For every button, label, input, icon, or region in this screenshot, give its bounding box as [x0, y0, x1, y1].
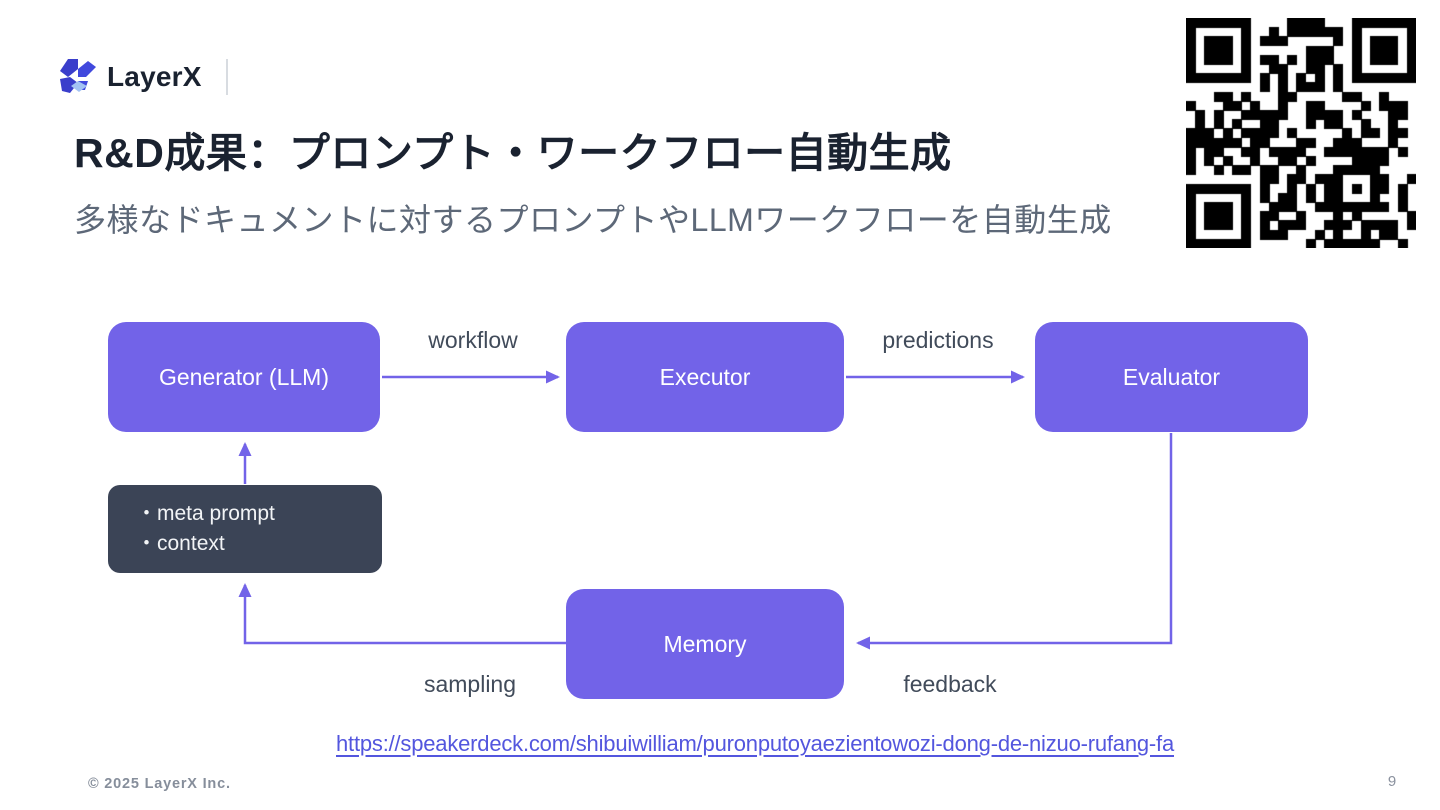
- node-generator-label: Generator (LLM): [158, 363, 329, 390]
- connector-evaluator-to-memory: [856, 433, 1173, 650]
- connector-memory-to-inputs: [238, 583, 566, 645]
- node-evaluator-label: Evaluator: [1122, 363, 1221, 390]
- source-link-row: https://speakerdeck.com/shibuiwilliam/pu…: [70, 731, 1440, 757]
- edge-label-predictions: predictions: [882, 327, 994, 353]
- page-number: 9: [1387, 773, 1397, 790]
- node-executor: Executor: [566, 322, 844, 432]
- layerx-logo: LayerX: [58, 56, 228, 98]
- layerx-logo-icon: [60, 59, 96, 93]
- node-memory-label: Memory: [663, 630, 747, 657]
- node-executor-label: Executor: [659, 363, 751, 390]
- page-subtitle: 多様なドキュメントに対するプロンプトやLLMワークフローを自動生成: [74, 202, 1112, 238]
- node-evaluator: Evaluator: [1035, 322, 1308, 432]
- edge-label-workflow: workflow: [428, 327, 518, 353]
- node-inputs-line1: ・meta prompt: [136, 502, 275, 525]
- source-link[interactable]: https://speakerdeck.com/shibuiwilliam/pu…: [336, 731, 1174, 756]
- logo-text: LayerX: [107, 61, 202, 92]
- node-generator: Generator (LLM): [108, 322, 380, 432]
- logo-divider: [225, 59, 228, 95]
- qr-code: [1186, 18, 1416, 248]
- edge-label-sampling: sampling: [423, 671, 517, 697]
- edge-label-feedback: feedback: [903, 671, 997, 697]
- page-title: R&D成果：プロンプト・ワークフロー自動生成: [74, 130, 952, 176]
- node-inputs: ・meta prompt ・context: [108, 485, 382, 573]
- copyright: © 2025 LayerX Inc.: [88, 776, 231, 792]
- node-memory: Memory: [566, 589, 844, 699]
- node-inputs-line2: ・context: [136, 532, 225, 555]
